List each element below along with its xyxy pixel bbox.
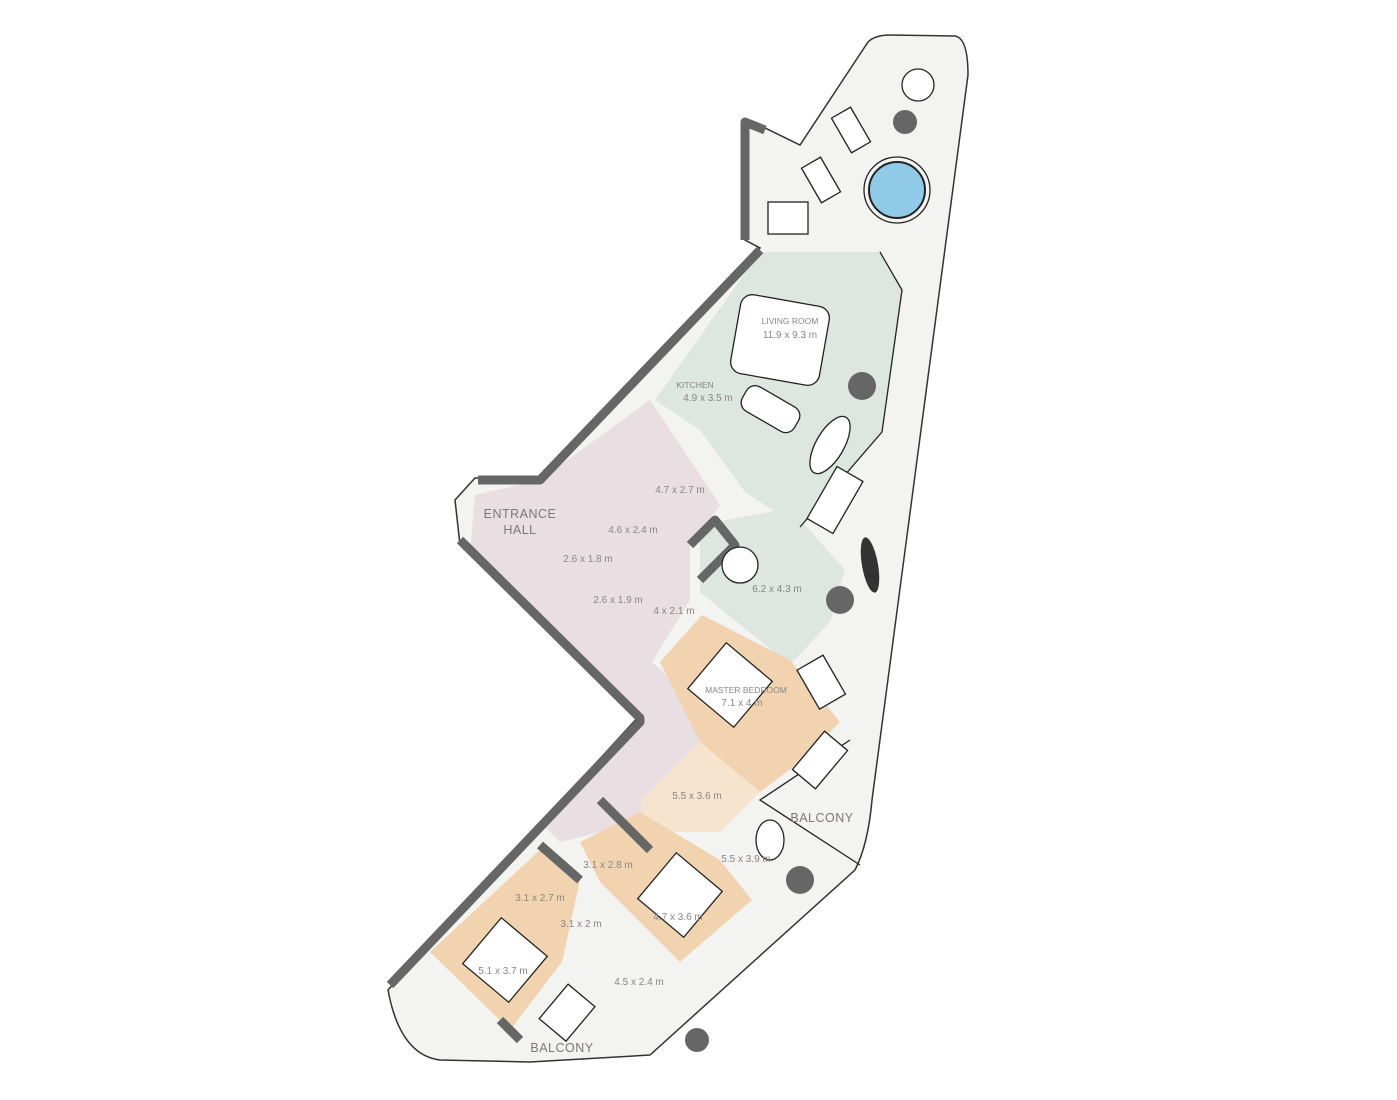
label-living-room: LIVING ROOM bbox=[762, 316, 819, 326]
furniture bbox=[461, 68, 935, 1043]
pool-rim bbox=[863, 156, 931, 224]
living-zone bbox=[655, 252, 902, 527]
size-room: 2.6 x 1.8 m bbox=[563, 554, 612, 565]
wall bbox=[496, 1016, 524, 1044]
dressing-zone bbox=[640, 742, 760, 832]
hall-zone bbox=[470, 400, 740, 842]
sculpture bbox=[860, 537, 880, 593]
wall bbox=[537, 841, 583, 884]
size-bath-3: 4.5 x 2.4 m bbox=[614, 977, 663, 988]
label-master-bedroom: MASTER BEDROOM bbox=[705, 685, 787, 695]
size-family-room: 6.2 x 4.3 m bbox=[752, 584, 801, 595]
pool bbox=[868, 161, 926, 219]
wall bbox=[686, 515, 740, 584]
size-room: 4.6 x 2.4 m bbox=[608, 525, 657, 536]
size-room: 3.1 x 2 m bbox=[560, 919, 601, 930]
planters bbox=[685, 110, 917, 1052]
size-master-bath: 5.5 x 3.9 m bbox=[721, 854, 770, 865]
size-room: 4 x 2.1 m bbox=[653, 606, 694, 617]
size-dressing: 5.5 x 3.6 m bbox=[672, 791, 721, 802]
size-master-bedroom: 7.1 x 4 m bbox=[721, 698, 762, 709]
size-room: 2.6 x 1.9 m bbox=[593, 595, 642, 606]
size-bedroom-2: 4.7 x 3.6 m bbox=[653, 912, 702, 923]
wall bbox=[478, 246, 764, 485]
wall bbox=[386, 536, 645, 989]
size-room: 3.1 x 2.7 m bbox=[515, 893, 564, 904]
size-kitchen: 4.9 x 3.5 m bbox=[683, 393, 732, 404]
size-room: 4.7 x 2.7 m bbox=[655, 485, 704, 496]
wall bbox=[740, 117, 767, 240]
label-kitchen: KITCHEN bbox=[676, 380, 713, 390]
label-balcony-east: BALCONY bbox=[790, 811, 853, 825]
size-living-room: 11.9 x 9.3 m bbox=[763, 330, 817, 341]
wall bbox=[596, 796, 654, 854]
size-room: 3.1 x 2.8 m bbox=[583, 860, 632, 871]
label-entrance-hall-1: ENTRANCE bbox=[484, 507, 557, 521]
label-balcony-south: BALCONY bbox=[530, 1041, 593, 1055]
size-bedroom-3: 5.1 x 3.7 m bbox=[478, 966, 527, 977]
label-entrance-hall-2: HALL bbox=[503, 523, 536, 537]
